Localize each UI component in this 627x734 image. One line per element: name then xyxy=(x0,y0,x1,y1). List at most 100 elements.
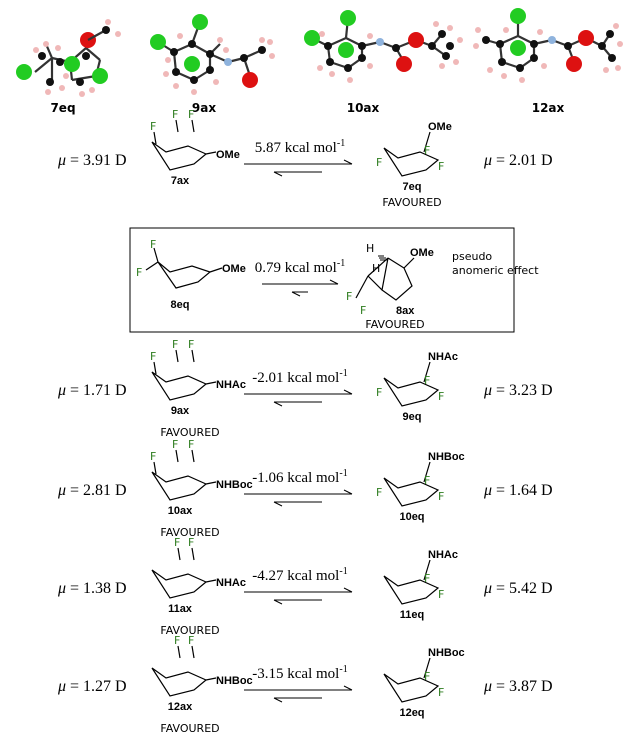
atom-f-12ax-0: F xyxy=(174,634,180,647)
atom-f-7ax-2: F xyxy=(188,108,194,121)
favoured-11ax: FAVOURED xyxy=(160,624,219,637)
ball-and-stick-10ax xyxy=(304,10,463,83)
dipole-left-11ax: μ = 1.38 D xyxy=(57,580,127,597)
atom-f-9ax-1: F xyxy=(172,338,178,351)
ball-and-stick-9ax xyxy=(150,14,275,95)
compound-label-9ax: 9ax xyxy=(171,405,190,417)
atom-f-8eq-2: F xyxy=(136,266,142,279)
compound-label-8ax: 8ax xyxy=(396,305,415,317)
ball-and-stick-12ax xyxy=(473,8,623,83)
compound-label-12ax: 12ax xyxy=(168,701,193,713)
compound-label-10ax: 10ax xyxy=(168,505,193,517)
dipole-left-9ax: μ = 1.71 D xyxy=(57,382,127,399)
atom-f-10eq-0: F xyxy=(376,486,382,499)
inset-8: F F OMe 8eq OMe H H F F 8ax pseudo anome… xyxy=(136,238,539,331)
subst-8eq: OMe xyxy=(222,263,246,275)
favoured-7eq: FAVOURED xyxy=(382,196,441,209)
compound-label-8eq: 8eq xyxy=(171,299,190,311)
subst-11ax: NHAc xyxy=(216,577,246,589)
atom-f-9eq-1: F xyxy=(424,374,430,387)
energy-10ax: -1.06 kcal mol-1 xyxy=(252,468,347,486)
subst-9eq: NHAc xyxy=(428,351,458,363)
compound-label-10eq: 10eq xyxy=(399,511,424,523)
chair-12eq xyxy=(383,673,440,703)
atom-f-11ax-0: F xyxy=(174,536,180,549)
atom-f-12eq-0: F xyxy=(424,670,430,683)
dipole-right-12eq: μ = 3.87 D xyxy=(483,678,553,695)
note-line-1: pseudo xyxy=(452,250,492,263)
energy-8: 0.79 kcal mol-1 xyxy=(255,258,345,276)
dipole-right-7eq: μ = 2.01 D xyxy=(483,152,553,169)
dipole-right-11eq: μ = 5.42 D xyxy=(483,580,553,597)
subst-8ax: OMe xyxy=(410,247,434,259)
favoured-9ax: FAVOURED xyxy=(160,426,219,439)
chair-8ax xyxy=(355,257,415,301)
atom-f-10ax-0: F xyxy=(150,450,156,463)
dipole-right-10eq: μ = 1.64 D xyxy=(483,482,553,499)
ball-and-stick-label-10ax: 10ax xyxy=(347,101,380,115)
chair-9ax xyxy=(151,371,208,401)
inset-box xyxy=(129,227,515,333)
atom-f-7eq-2: F xyxy=(438,160,444,173)
equilibrium-arrow-7ax xyxy=(244,159,353,177)
atom-f-10eq-2: F xyxy=(438,490,444,503)
ball-and-stick-7eq xyxy=(16,19,121,97)
atom-f-10eq-1: F xyxy=(424,474,430,487)
subst-12ax: NHBoc xyxy=(216,675,253,687)
subst-7eq: OMe xyxy=(428,121,452,133)
subst-11eq: NHAc xyxy=(428,549,458,561)
atom-f-7eq-0: F xyxy=(376,156,382,169)
chair-12ax xyxy=(151,667,208,697)
atom-f-9ax-0: F xyxy=(150,350,156,363)
subst-12eq: NHBoc xyxy=(428,647,465,659)
subst-10eq: NHBoc xyxy=(428,451,465,463)
chair-11eq xyxy=(383,575,440,605)
chair-8eq xyxy=(145,247,223,289)
subst-9ax: NHAc xyxy=(216,379,246,391)
equilibrium-arrow-8 xyxy=(262,279,339,297)
atom-f-12ax-1: F xyxy=(188,634,194,647)
ball-and-stick-label-12ax: 12ax xyxy=(532,101,565,115)
atom-f-11eq-0: F xyxy=(424,572,430,585)
chair-7eq xyxy=(383,147,440,177)
energy-7ax: 5.87 kcal mol-1 xyxy=(255,138,345,156)
equilibrium-arrow-10ax xyxy=(244,489,353,507)
compound-label-9eq: 9eq xyxy=(403,411,422,423)
h-8ax-1: H xyxy=(366,242,374,255)
subst-7ax: OMe xyxy=(216,149,240,161)
chair-11ax xyxy=(151,569,208,599)
h-8ax-2: H xyxy=(372,262,380,275)
dipole-left-10ax: μ = 2.81 D xyxy=(57,482,127,499)
atom-f-9ax-2: F xyxy=(188,338,194,351)
energy-9ax: -2.01 kcal mol-1 xyxy=(252,368,347,386)
atom-f-12eq-1: F xyxy=(438,686,444,699)
atom-f-8eq-1: F xyxy=(150,238,156,251)
subst-10ax: NHBoc xyxy=(216,479,253,491)
atom-f-11eq-1: F xyxy=(438,588,444,601)
equilibrium-arrow-11ax xyxy=(244,587,353,605)
compound-label-11eq: 11eq xyxy=(400,609,424,621)
atom-f-9eq-2: F xyxy=(438,390,444,403)
energy-12ax: -3.15 kcal mol-1 xyxy=(252,664,347,682)
equilibrium-arrow-9ax xyxy=(244,389,353,407)
dipole-left-12ax: μ = 1.27 D xyxy=(57,678,127,695)
atom-f-10ax-2: F xyxy=(188,438,194,451)
energy-11ax: -4.27 kcal mol-1 xyxy=(252,566,347,584)
ball-and-stick-label-9ax: 9ax xyxy=(192,101,216,115)
atom-f-11ax-1: F xyxy=(188,536,194,549)
atom-f-10ax-1: F xyxy=(172,438,178,451)
favoured-10ax: FAVOURED xyxy=(160,526,219,539)
equilibrium-arrow-12ax xyxy=(244,685,353,703)
note-line-2: anomeric effect xyxy=(452,264,539,277)
atom-f-8ax-2: F xyxy=(360,304,366,317)
dipole-left-7ax: μ = 3.91 D xyxy=(57,152,127,169)
favoured-8ax: FAVOURED xyxy=(365,318,424,331)
compound-label-12eq: 12eq xyxy=(399,707,424,719)
chair-7ax xyxy=(151,141,208,171)
chair-10eq xyxy=(383,477,440,507)
compound-label-7ax: 7ax xyxy=(171,175,190,187)
